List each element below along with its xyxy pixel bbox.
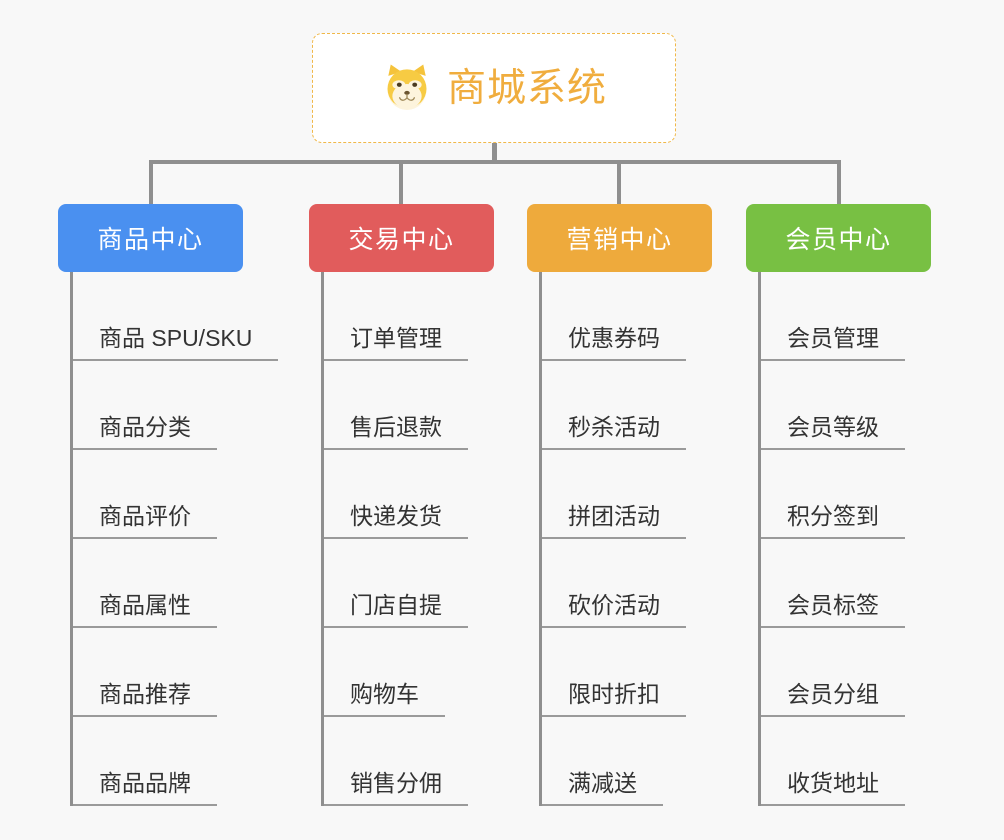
leaf-item-label: 会员管理: [761, 325, 905, 361]
branch-column-4: 会员中心会员管理会员等级积分签到会员标签会员分组收货地址: [746, 204, 931, 806]
leaf-item-label: 优惠券码: [542, 325, 686, 361]
leaf-item-label: 会员分组: [761, 681, 905, 717]
leaf-item[interactable]: 优惠券码: [542, 272, 712, 361]
leaf-item[interactable]: 门店自提: [324, 539, 494, 628]
root-node-mall-system[interactable]: 商城系统: [312, 33, 676, 143]
leaf-item[interactable]: 销售分佣: [324, 717, 494, 806]
leaf-item[interactable]: 拼团活动: [542, 450, 712, 539]
leaf-item[interactable]: 商品分类: [73, 361, 243, 450]
leaf-item-label: 销售分佣: [324, 770, 468, 806]
leaf-item-label: 限时折扣: [542, 681, 686, 717]
leaf-item[interactable]: 会员分组: [761, 628, 931, 717]
leaf-item[interactable]: 商品属性: [73, 539, 243, 628]
leaf-item[interactable]: 商品品牌: [73, 717, 243, 806]
leaf-item-label: 拼团活动: [542, 503, 686, 539]
branch-head-1[interactable]: 商品中心: [58, 204, 243, 272]
leaf-item-label: 商品属性: [73, 592, 217, 628]
leaf-item[interactable]: 积分签到: [761, 450, 931, 539]
leaf-item[interactable]: 快递发货: [324, 450, 494, 539]
branch-head-2[interactable]: 交易中心: [309, 204, 494, 272]
leaf-item[interactable]: 订单管理: [324, 272, 494, 361]
branch-column-3: 营销中心优惠券码秒杀活动拼团活动砍价活动限时折扣满减送: [527, 204, 712, 806]
leaf-item-label: 商品 SPU/SKU: [73, 325, 279, 361]
leaf-item-label: 会员标签: [761, 592, 905, 628]
leaf-item-label: 商品分类: [73, 414, 217, 450]
leaf-item-label: 购物车: [324, 681, 445, 717]
leaf-item[interactable]: 会员等级: [761, 361, 931, 450]
connector-drop-2: [399, 160, 403, 206]
connector-drop-4: [837, 160, 841, 206]
leaf-item[interactable]: 收货地址: [761, 717, 931, 806]
branch-spine-3: 优惠券码秒杀活动拼团活动砍价活动限时折扣满减送: [539, 272, 712, 806]
leaf-item-label: 收货地址: [761, 770, 905, 806]
branch-spine-4: 会员管理会员等级积分签到会员标签会员分组收货地址: [758, 272, 931, 806]
leaf-item-label: 满减送: [542, 770, 663, 806]
connector-trunk: [492, 143, 497, 164]
branch-spine-2: 订单管理售后退款快递发货门店自提购物车销售分佣: [321, 272, 494, 806]
leaf-item-label: 秒杀活动: [542, 414, 686, 450]
leaf-item[interactable]: 商品推荐: [73, 628, 243, 717]
leaf-item[interactable]: 会员标签: [761, 539, 931, 628]
shiba-dog-face-icon: [387, 64, 427, 110]
branch-head-4[interactable]: 会员中心: [746, 204, 931, 272]
leaf-item-label: 快递发货: [324, 503, 468, 539]
leaf-item[interactable]: 购物车: [324, 628, 494, 717]
leaf-item-label: 售后退款: [324, 414, 468, 450]
branch-head-3[interactable]: 营销中心: [527, 204, 712, 272]
leaf-item-label: 商品评价: [73, 503, 217, 539]
leaf-item-label: 商品品牌: [73, 770, 217, 806]
leaf-item-label: 砍价活动: [542, 592, 686, 628]
leaf-item-label: 门店自提: [324, 592, 468, 628]
leaf-item-label: 商品推荐: [73, 681, 217, 717]
branch-spine-1: 商品 SPU/SKU 商品分类商品评价商品属性商品推荐商品品牌: [70, 272, 279, 806]
leaf-item[interactable]: 砍价活动: [542, 539, 712, 628]
connector-drop-1: [149, 160, 153, 206]
branch-column-2: 交易中心订单管理售后退款快递发货门店自提购物车销售分佣: [309, 204, 494, 806]
root-node-title: 商城系统: [446, 66, 607, 110]
leaf-item[interactable]: 满减送: [542, 717, 712, 806]
leaf-item[interactable]: 商品评价: [73, 450, 243, 539]
leaf-item-label: 积分签到: [761, 503, 905, 539]
connector-bus: [149, 160, 841, 164]
leaf-item-label: 订单管理: [324, 325, 468, 361]
leaf-item[interactable]: 会员管理: [761, 272, 931, 361]
leaf-item[interactable]: 限时折扣: [542, 628, 712, 717]
leaf-item[interactable]: 秒杀活动: [542, 361, 712, 450]
leaf-item-label: 会员等级: [761, 414, 905, 450]
leaf-item[interactable]: 商品 SPU/SKU: [73, 272, 279, 361]
connector-drop-3: [617, 160, 621, 206]
branch-column-1: 商品中心商品 SPU/SKU 商品分类商品评价商品属性商品推荐商品品牌: [58, 204, 279, 806]
leaf-item[interactable]: 售后退款: [324, 361, 494, 450]
